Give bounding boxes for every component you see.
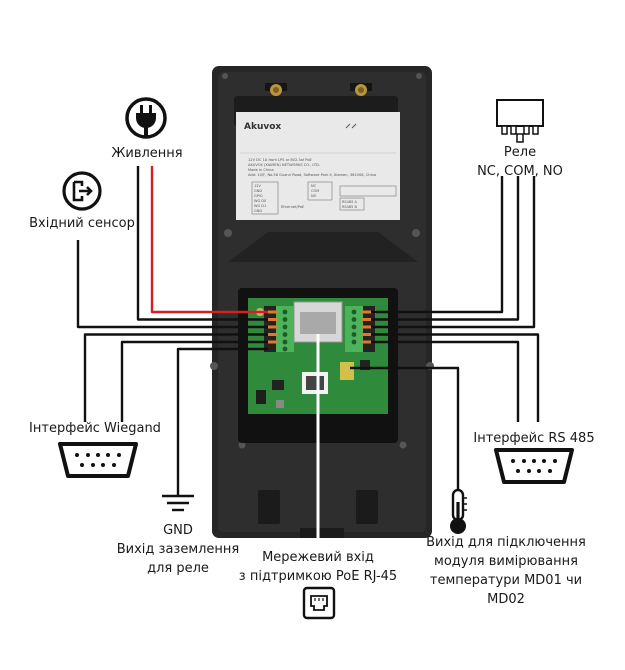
terminal-label: NC	[311, 184, 317, 188]
sensor-wires	[76, 240, 268, 329]
gnd-line: Вихід заземлення	[116, 542, 240, 557]
relay-icon	[496, 99, 544, 143]
device-label-sticker	[236, 112, 400, 220]
terminal-block-left	[264, 306, 294, 352]
power-label: Живлення	[111, 146, 183, 161]
rj45-socket	[293, 301, 343, 343]
terminal-label: WG D0	[254, 199, 267, 203]
rs485-interface-label: Інтерфейс RS 485	[473, 431, 595, 446]
wire-terminations	[268, 310, 371, 344]
input-sensor-icon	[62, 171, 102, 211]
terminal-labels-right: NC COM NO	[311, 184, 319, 199]
gnd-wire	[176, 347, 268, 478]
ground-icon	[162, 478, 194, 512]
terminal-label: WG D1	[254, 204, 267, 208]
wiegand-label: Інтерфейс Wiegand	[29, 421, 161, 436]
terminal-label: NO	[311, 194, 317, 198]
power-plug-icon	[125, 97, 167, 139]
terminal-label: 12V	[254, 184, 261, 188]
input-sensor-label: Вхідний сенсор	[29, 216, 135, 231]
temperature-label: Вихід для підключення модуля вимірювання…	[424, 533, 588, 609]
temperature-line: температури MD01 чи	[429, 573, 583, 588]
device-brand: Akuvox	[244, 122, 282, 132]
relay-title: Реле	[503, 145, 537, 160]
rs485-wires	[371, 333, 540, 422]
relay-contacts: NC, COM, NO	[477, 164, 563, 179]
device-label-line: Made in China	[248, 168, 274, 172]
terminal-block-right	[345, 306, 375, 352]
temperature-line: модуля вимірювання	[434, 554, 578, 569]
mounting-post	[265, 83, 287, 96]
device-label-text: 12V DC 1A from LPS or 802.3af PoE AKUVOX…	[248, 158, 394, 178]
terminal-label: GND	[254, 209, 263, 213]
terminal-label: GND	[254, 189, 263, 193]
gnd-line: для реле	[147, 561, 209, 576]
rs485-label: RS485 B	[342, 205, 357, 209]
temperature-line: MD02	[487, 592, 525, 607]
wiegand-wires	[83, 333, 268, 422]
rs485-label: RS485 A	[342, 200, 357, 204]
relay-wires	[371, 176, 536, 329]
network-line: з підтримкою PoE RJ-45	[238, 569, 398, 584]
serial-port-icon	[58, 442, 138, 478]
terminal-labels-left: 12V GND GPIO WG D0 WG D1 GND	[254, 184, 266, 214]
rs485-labels: RS485 A RS485 B	[342, 200, 357, 210]
mounting-post	[350, 83, 372, 96]
network-line: Мережевий вхід	[262, 550, 374, 565]
thermometer-icon	[450, 488, 467, 534]
device-label-line: AKUVOX (XIAMEN) NETWORKS CO., LTD.	[248, 163, 320, 167]
power-wires	[136, 166, 268, 321]
device-label-line: Add: 10/F, No.56 Guanri Road, Software P…	[248, 173, 377, 177]
temperature-line: Вихід для підключення	[426, 535, 586, 550]
gnd-label: GND Вихід заземлення для реле	[106, 521, 250, 578]
ethernet-port-icon	[302, 586, 336, 620]
terminal-label: COM	[311, 189, 320, 193]
relay-label: Реле NC, COM, NO	[462, 143, 578, 181]
network-label: Мережевий вхід з підтримкою PoE RJ-45	[226, 548, 410, 586]
gnd-title: GND	[163, 523, 193, 538]
terminal-label: GPIO	[254, 194, 263, 198]
temperature-wire	[350, 366, 460, 490]
device-label-line: 12V DC 1A from LPS or 802.3af PoE	[248, 158, 312, 162]
serial-port-icon	[494, 448, 574, 484]
ethernet-text: Ethernet/PoE	[281, 205, 305, 209]
